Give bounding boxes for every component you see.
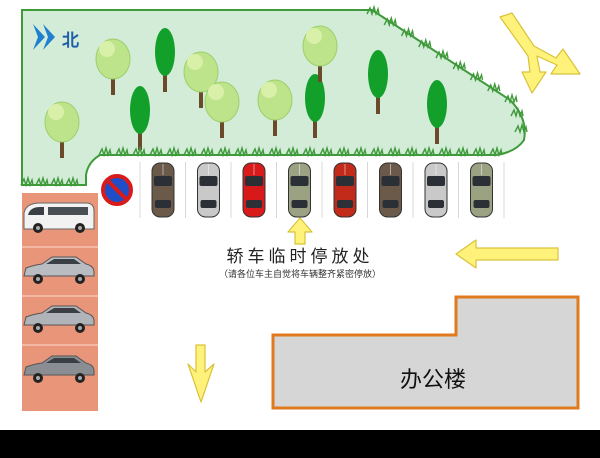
tree-icon	[130, 86, 150, 150]
direction-arrow-icon	[187, 344, 215, 403]
grass-tuft	[489, 145, 503, 158]
tree-icon	[155, 28, 175, 92]
grass-tuft	[115, 145, 129, 158]
direction-arrow-icon	[187, 12, 581, 403]
top-parking-row	[151, 162, 493, 218]
grass-tuft	[387, 145, 401, 158]
grass-tuft	[438, 145, 452, 158]
left-parking-row	[23, 202, 95, 383]
direction-arrow-icon	[455, 239, 559, 269]
parking-title: 轿车临时停放处	[227, 247, 374, 267]
grass-edge	[20, 4, 528, 188]
tree-icon	[257, 79, 293, 136]
grass-tuft	[400, 26, 415, 39]
grass-tuft	[234, 145, 248, 158]
tree-icon	[427, 80, 447, 144]
grass-tuft	[452, 59, 466, 72]
grass-tuft	[217, 145, 231, 158]
office-building	[271, 295, 580, 410]
grass-tuft	[366, 4, 380, 17]
grass-tuft	[510, 106, 524, 119]
car-icon	[424, 162, 448, 218]
grass-tuft	[302, 145, 316, 158]
parking-bay-lines	[139, 162, 505, 218]
no-parking-sign-icon	[101, 174, 133, 206]
grass-tuft	[370, 145, 384, 158]
tree-group	[44, 25, 447, 158]
grass-tuft	[20, 175, 34, 188]
grass-tuft	[404, 145, 418, 158]
tree-icon	[183, 51, 219, 108]
grass-tuft	[251, 145, 265, 158]
car-icon	[333, 162, 357, 218]
grass-tuft	[50, 175, 64, 188]
grass-tuft	[166, 145, 180, 158]
grass-tuft	[98, 145, 112, 158]
grass-tuft	[504, 92, 518, 105]
direction-arrow-icon	[499, 12, 581, 94]
tree-icon	[204, 81, 240, 138]
tree-icon	[368, 50, 388, 114]
left-parking-lines	[22, 246, 98, 346]
grass-tuft	[455, 145, 469, 158]
grass-tuft	[183, 145, 197, 158]
grass-tuft	[487, 81, 501, 94]
grass-tuft	[353, 145, 367, 158]
grass-tuft	[514, 122, 528, 135]
grass-tuft	[132, 145, 146, 158]
car-icon	[379, 162, 402, 218]
north-arrow-icon	[33, 24, 55, 50]
grass-tuft	[319, 145, 333, 158]
tree-icon	[95, 38, 131, 95]
tree-icon	[302, 25, 338, 82]
grass-tuft	[149, 145, 163, 158]
grass-tuft	[336, 145, 350, 158]
grass-tuft	[472, 145, 486, 158]
tree-icon	[305, 74, 325, 138]
car-icon	[197, 162, 220, 218]
parking-subtitle: （请各位车主自觉将车辆整齐紧密停放）	[219, 268, 381, 280]
car-icon	[288, 162, 311, 218]
car-icon	[23, 355, 95, 383]
car-icon	[23, 305, 95, 333]
grass-tuft	[435, 48, 449, 61]
grass-tuft	[35, 175, 49, 188]
grass-tuft	[65, 175, 79, 188]
grass-tuft	[200, 145, 214, 158]
building-label: 办公楼	[400, 368, 466, 393]
grass-tuft	[268, 145, 282, 158]
north-label: 北	[62, 31, 79, 51]
car-icon	[242, 162, 266, 218]
car-icon	[23, 202, 95, 233]
grass-tuft	[383, 15, 397, 28]
grass-tuft	[285, 145, 299, 158]
car-icon	[151, 162, 175, 218]
car-icon	[470, 162, 493, 218]
grass-tuft	[421, 145, 435, 158]
tree-icon	[44, 101, 80, 158]
direction-arrow-icon	[287, 217, 313, 245]
grass-tuft	[469, 70, 484, 83]
grass-tuft	[418, 37, 432, 50]
ground-band	[0, 430, 600, 458]
car-icon	[23, 256, 95, 284]
